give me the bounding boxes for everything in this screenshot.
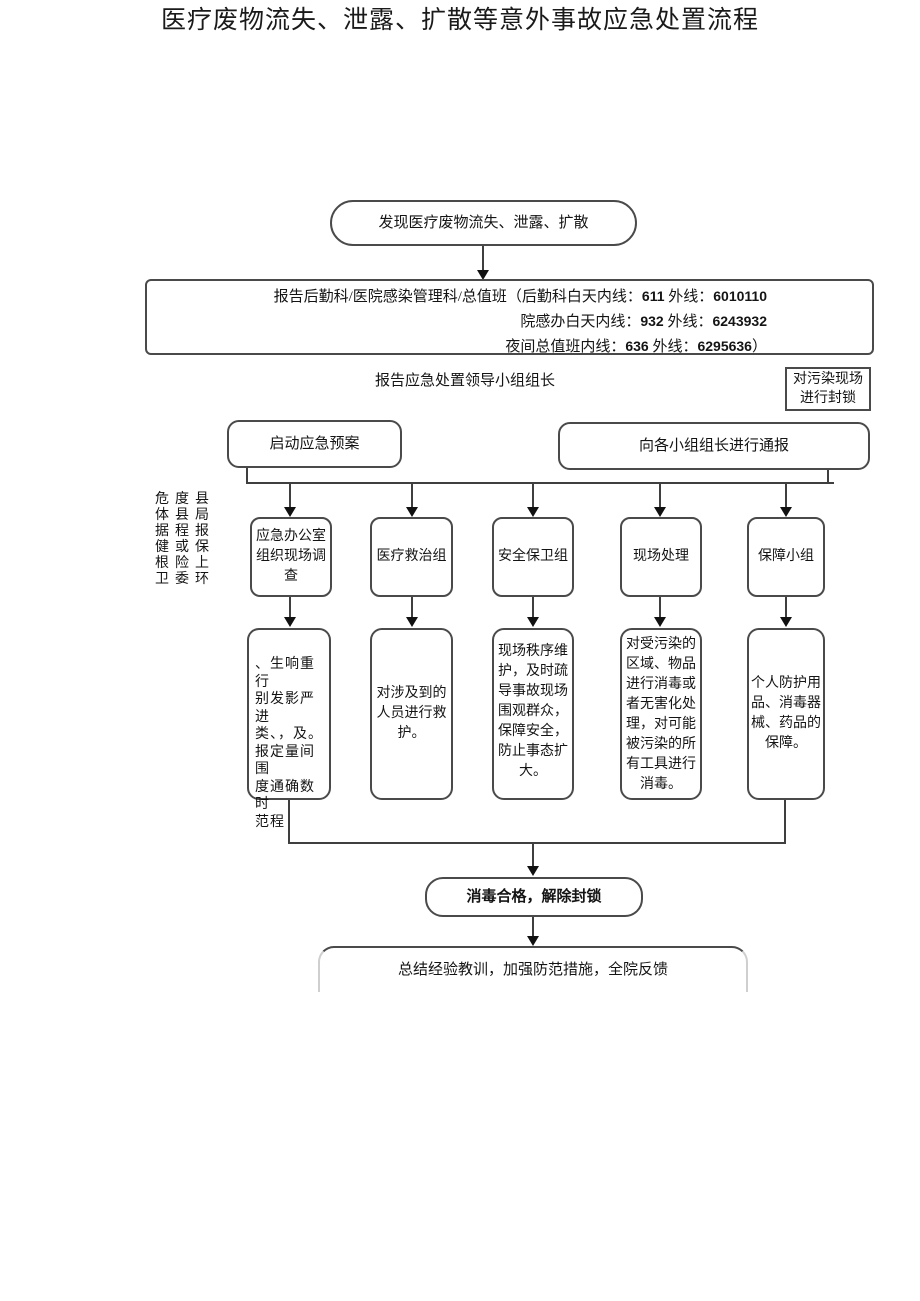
- connector-line: [289, 484, 291, 509]
- plan-node: 启动应急预案: [227, 420, 402, 468]
- report-line-3: 夜间总值班内线：636 外线：6295636）: [147, 334, 767, 359]
- arrow-down-icon: [654, 617, 666, 627]
- group-label: 应急办公室组织现场调查: [256, 529, 326, 584]
- connector-line: [532, 597, 534, 618]
- report-line-1: 报告后勤科/医院感染管理科/总值班（后勤科白天内线：611 外线：6010110: [147, 284, 767, 309]
- arrow-down-icon: [527, 866, 539, 876]
- connector-line: [411, 484, 413, 509]
- group-label: 现场处理: [633, 549, 689, 564]
- group-node-site-handling: 现场处理: [620, 517, 702, 597]
- task-node-rescue: 对涉及到的人员进行救护。: [370, 628, 453, 800]
- arrow-down-icon: [284, 507, 296, 517]
- group-label: 安全保卫组: [498, 549, 568, 564]
- phone-external-1: 6010110: [713, 288, 767, 304]
- arrow-down-icon: [406, 507, 418, 517]
- connector-line: [246, 468, 248, 484]
- task-text-line: 别发影严进: [255, 692, 315, 725]
- arrow-down-icon: [780, 507, 792, 517]
- task-text-line: 度通确数时: [255, 779, 315, 813]
- report-line-2-mid: 外线：: [663, 314, 713, 330]
- side-note-line: 卫委环: [155, 572, 215, 587]
- summary-node: 总结经验教训，加强防范措施，全院反馈: [318, 946, 748, 992]
- group-node-medical-rescue: 医疗救治组: [370, 517, 453, 597]
- group-node-security: 安全保卫组: [492, 517, 574, 597]
- seal-line-2: 进行封锁: [800, 391, 856, 406]
- connector-line: [785, 597, 787, 618]
- task-text: 个人防护用品、消毒器械、药品的保障。: [751, 676, 821, 751]
- report-line-3-mid: 外线：: [648, 339, 698, 355]
- seal-site-node: 对污染现场 进行封锁: [785, 367, 871, 411]
- task-node-order: 现场秩序维护，及时疏导事故现场围观群众，保障安全，防止事态扩大。: [492, 628, 574, 800]
- report-line-2: 院感办白天内线：932 外线：6243932: [147, 309, 767, 334]
- task-text-line: 报定量间围: [255, 744, 315, 778]
- connector-line: [659, 597, 661, 618]
- task-text: 对受污染的区域、物品进行消毒或者无害化处理，对可能被污染的所有工具进行消毒。: [626, 637, 696, 792]
- arrow-down-icon: [527, 507, 539, 517]
- summary-label: 总结经验教训，加强防范措施，全院反馈: [397, 962, 668, 978]
- side-note-line: 健或保: [155, 540, 215, 555]
- connector-line: [246, 482, 834, 484]
- arrow-down-icon: [780, 617, 792, 627]
- side-note: 危度县 体县局 据程报 健或保 根险上 卫委环: [155, 492, 215, 588]
- phone-internal-3: 636: [625, 338, 649, 354]
- leader-report-label: 报告应急处置领导小组组长: [375, 373, 556, 389]
- side-note-line: 危度县: [155, 492, 215, 507]
- report-line-1-mid: 外线：: [664, 289, 714, 305]
- task-node-disinfection: 对受污染的区域、物品进行消毒或者无害化处理，对可能被污染的所有工具进行消毒。: [620, 628, 702, 800]
- connector-line: [784, 800, 786, 844]
- connector-line: [288, 842, 786, 844]
- phone-internal-2: 932: [640, 313, 664, 329]
- side-note-line: 体县局: [155, 508, 215, 523]
- side-note-line: 根险上: [155, 556, 215, 571]
- report-line-3-suffix: ）: [751, 339, 767, 355]
- arrow-down-icon: [527, 617, 539, 627]
- arrow-down-icon: [284, 617, 296, 627]
- disinfect-ok-label: 消毒合格，解除封锁: [466, 889, 602, 905]
- page-title: 医疗废物流失、泄露、扩散等意外事故应急处置流程: [160, 7, 759, 34]
- group-label: 保障小组: [758, 549, 814, 564]
- task-text-line: 、生响重行: [255, 657, 315, 690]
- seal-line-1: 对污染现场: [793, 372, 863, 387]
- start-node: 发现医疗废物流失、泄露、扩散: [330, 200, 637, 246]
- task-node-investigation: 、生响重行 别发影严进 类、，及。 报定量间围 度通确数时 范程: [247, 628, 331, 830]
- report-line-1-text: 报告后勤科/医院感染管理科/总值班（后勤科白天内线：: [273, 289, 642, 305]
- task-text: 现场秩序维护，及时疏导事故现场围观群众，保障安全，防止事态扩大。: [498, 644, 568, 779]
- connector-line: [659, 484, 661, 509]
- connector-line: [532, 844, 534, 868]
- disinfect-ok-node: 消毒合格，解除封锁: [425, 877, 643, 917]
- connector-line: [288, 800, 290, 844]
- connector-line: [482, 246, 484, 272]
- connector-line: [289, 597, 291, 618]
- arrow-down-icon: [477, 270, 489, 280]
- report-node: 报告后勤科/医院感染管理科/总值班（后勤科白天内线：611 外线：6010110…: [145, 279, 874, 355]
- plan-node-label: 启动应急预案: [269, 436, 360, 452]
- task-node-supplies: 个人防护用品、消毒器械、药品的保障。: [747, 628, 825, 800]
- connector-line: [827, 470, 829, 484]
- task-text-line: 范程: [255, 814, 285, 830]
- connector-line: [785, 484, 787, 509]
- arrow-down-icon: [654, 507, 666, 517]
- phone-external-3: 6295636: [697, 338, 752, 354]
- group-label: 医疗救治组: [376, 549, 447, 564]
- notify-node: 向各小组组长进行通报: [558, 422, 870, 470]
- arrow-down-icon: [406, 617, 418, 627]
- task-text: 对涉及到的人员进行救护。: [376, 686, 447, 741]
- connector-line: [532, 484, 534, 509]
- phone-internal-1: 611: [641, 288, 665, 304]
- side-note-line: 据程报: [155, 524, 215, 539]
- report-line-3-text: 夜间总值班内线：: [505, 339, 626, 355]
- connector-line: [411, 597, 413, 618]
- connector-line: [532, 917, 534, 937]
- task-text: 、生响重行 别发影严进 类、，及。 报定量间围 度通确数时 范程: [249, 630, 329, 831]
- group-node-support: 保障小组: [747, 517, 825, 597]
- group-node-emergency-office: 应急办公室组织现场调查: [250, 517, 332, 597]
- arrow-down-icon: [527, 936, 539, 946]
- notify-node-label: 向各小组组长进行通报: [638, 438, 789, 454]
- report-line-2-text: 院感办白天内线：: [520, 314, 641, 330]
- phone-external-2: 6243932: [712, 313, 767, 329]
- task-text-line: 类、，及。: [255, 727, 323, 742]
- start-node-label: 发现医疗废物流失、泄露、扩散: [378, 215, 589, 231]
